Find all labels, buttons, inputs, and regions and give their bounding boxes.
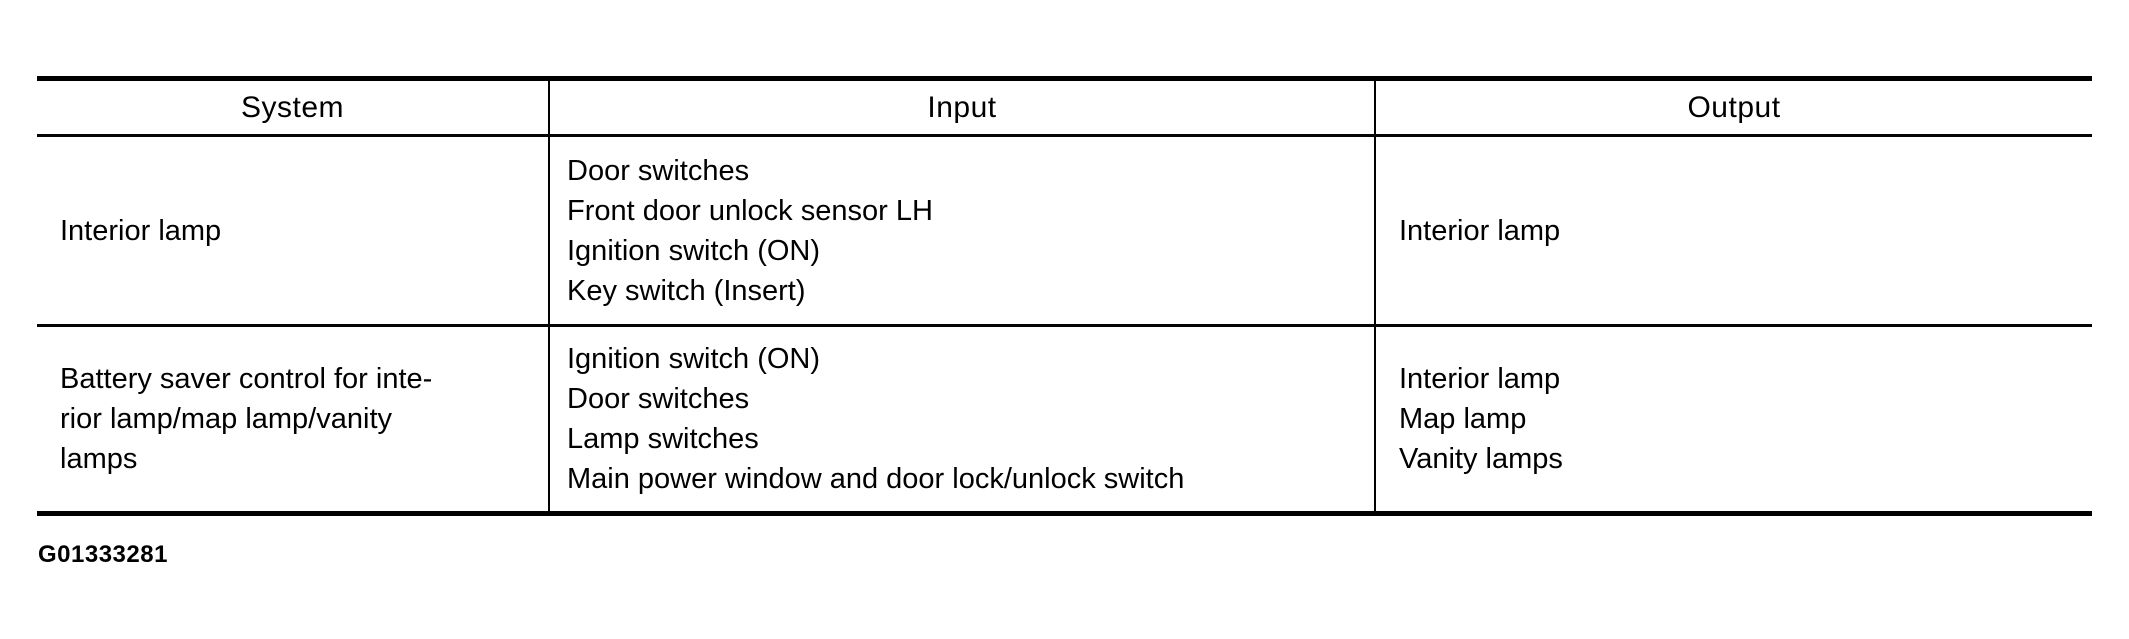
cell-text-line: Main power window and door lock/unlock s… (567, 463, 1185, 495)
cell-system-row2: Battery saver control for inte-rior lamp… (37, 327, 548, 511)
cell-text-line: Key switch (Insert) (567, 274, 806, 307)
header-cell-system: System (37, 81, 548, 134)
table-header-row: System Input Output (37, 81, 2092, 137)
figure-id-label: G01333281 (38, 541, 168, 568)
header-label-system: System (240, 90, 345, 124)
cell-text-line: Map lamp (1399, 403, 1527, 435)
cell-text-line: Battery saver control for inte- (60, 363, 433, 395)
cell-output-row1: Interior lamp (1374, 137, 2092, 324)
cell-text-line: Door switches (567, 154, 750, 187)
cell-text-line: Lamp switches (567, 423, 759, 455)
header-label-input: Input (927, 90, 997, 124)
system-input-output-table: System Input Output Interior lamp Door s… (37, 76, 2092, 516)
cell-text-line: Ignition switch (ON) (567, 234, 821, 267)
cell-text-line: rior lamp/map lamp/vanity (60, 403, 392, 435)
cell-text-line: Vanity lamps (1399, 443, 1563, 475)
cell-text-line: Front door unlock sensor LH (567, 194, 933, 227)
header-label-output: Output (1687, 90, 1781, 124)
header-cell-output: Output (1374, 81, 2092, 134)
table-row-battery-saver: Battery saver control for inte-rior lamp… (37, 327, 2092, 511)
cell-text-line: lamps (60, 443, 138, 475)
cell-text-line: Door switches (567, 383, 750, 415)
cell-text-line: Interior lamp (60, 214, 222, 247)
cell-system-row1: Interior lamp (37, 137, 548, 324)
cell-text-line: Interior lamp (1399, 363, 1561, 395)
cell-text-line: Ignition switch (ON) (567, 343, 821, 375)
cell-text-line: Interior lamp (1399, 214, 1561, 247)
header-cell-input: Input (548, 81, 1374, 134)
